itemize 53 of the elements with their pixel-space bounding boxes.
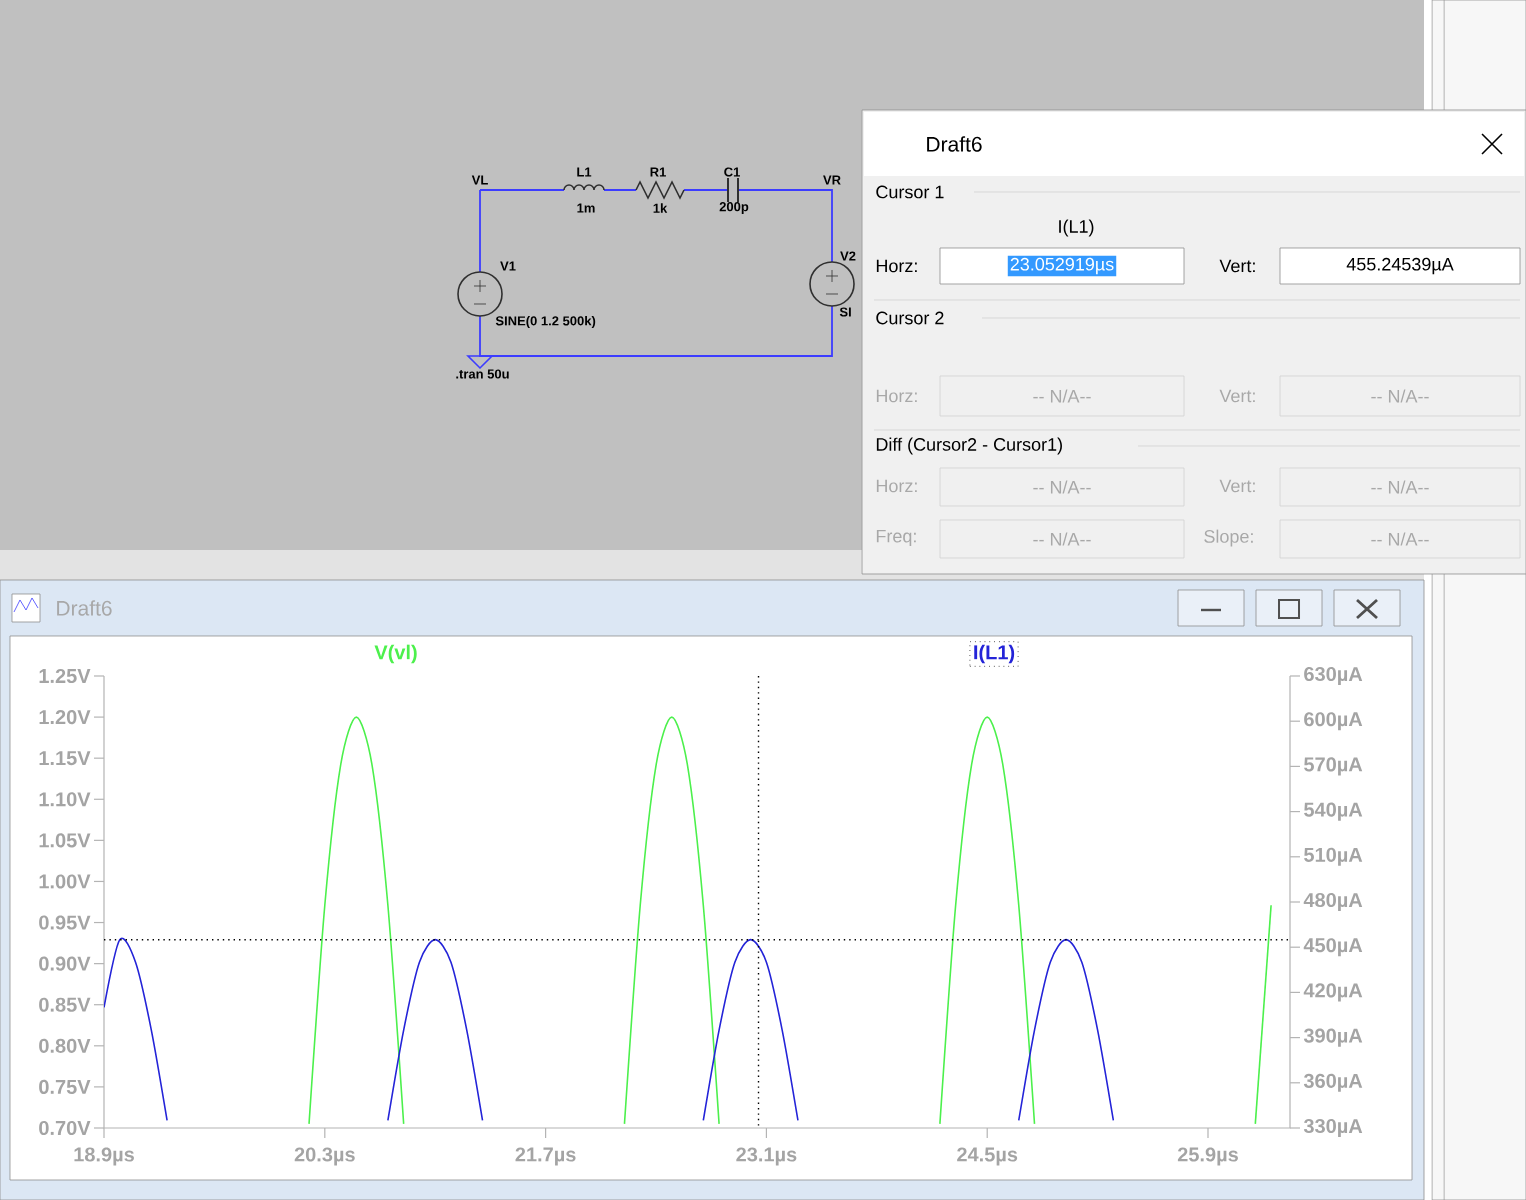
x-tick-label: 18.9µs — [74, 1147, 134, 1166]
x-tick-label: 24.5µs — [957, 1147, 1018, 1166]
y2-tick-label: 480µA — [1303, 892, 1363, 912]
x-tick-label: 20.3µs — [294, 1147, 355, 1166]
input-field: -- N/A-- — [939, 375, 1185, 417]
y-tick-label: 0.95V — [39, 915, 91, 930]
y-tick-label: 0.90V — [39, 956, 91, 971]
input-field: -- N/A-- — [939, 467, 1185, 507]
y2-tick-label: 600µA — [1304, 712, 1363, 731]
field-label: Horz: — [876, 479, 917, 493]
y-tick-label: 1.25V — [39, 668, 91, 684]
y2-tick-label: 390µA — [1303, 1028, 1363, 1047]
field-label: Horz: — [876, 259, 917, 273]
y-tick-label: 1.05V — [39, 833, 91, 848]
trace-label: I(L1) — [1059, 219, 1094, 237]
field-label: Vert: — [1219, 479, 1255, 493]
y-tick-label: 0.85V — [39, 997, 91, 1012]
field-label: Freq: — [876, 529, 916, 547]
input-field: -- N/A-- — [1279, 519, 1521, 559]
y2-tick-label: 570µA — [1304, 757, 1363, 776]
y-tick-label: 1.00V — [39, 874, 91, 889]
y-tick-label: 1.20V — [39, 710, 91, 725]
trace-label: V(vl) — [374, 644, 417, 664]
x-tick-label: 25.9µs — [1177, 1147, 1238, 1166]
y-tick-label: 1.10V — [39, 792, 91, 807]
field-label: Vert: — [1219, 259, 1255, 273]
input-field: 23.052919µs — [939, 247, 1185, 285]
y2-tick-label: 360µA — [1303, 1073, 1363, 1092]
y-tick-label: 0.75V — [39, 1079, 91, 1094]
input-field: -- N/A-- — [939, 519, 1185, 559]
y2-tick-label: 420µA — [1303, 983, 1363, 1002]
y2-tick-label: 540µA — [1304, 802, 1363, 821]
field-label: Slope: — [1204, 529, 1253, 547]
y-tick-label: 0.80V — [39, 1038, 91, 1053]
window-title: Draft6 — [927, 136, 982, 152]
trace-label: I(L1) — [969, 641, 1019, 667]
y2-tick-label: 450µA — [1303, 938, 1363, 957]
input-field: -- N/A-- — [1279, 375, 1521, 417]
y2-tick-label: 330µA — [1303, 1118, 1363, 1138]
y-tick-label: 1.15V — [39, 751, 91, 766]
group-label: Cursor 2 — [876, 311, 944, 325]
x-tick-label: 23.1µs — [736, 1147, 797, 1166]
group-label: Diff (Cursor2 - Cursor1) — [876, 437, 1062, 455]
y-tick-label: 0.70V — [39, 1120, 91, 1136]
x-tick-label: 21.7µs — [515, 1147, 576, 1166]
input-field: 455.24539µA — [1279, 247, 1521, 285]
y2-tick-label: 630µA — [1304, 666, 1363, 686]
window-title: Draft6 — [57, 600, 112, 616]
field-label: Horz: — [876, 389, 917, 403]
y2-tick-label: 510µA — [1304, 847, 1363, 866]
input-field: -- N/A-- — [1279, 467, 1521, 507]
field-label: Vert: — [1219, 389, 1255, 403]
group-label: Cursor 1 — [876, 185, 944, 199]
